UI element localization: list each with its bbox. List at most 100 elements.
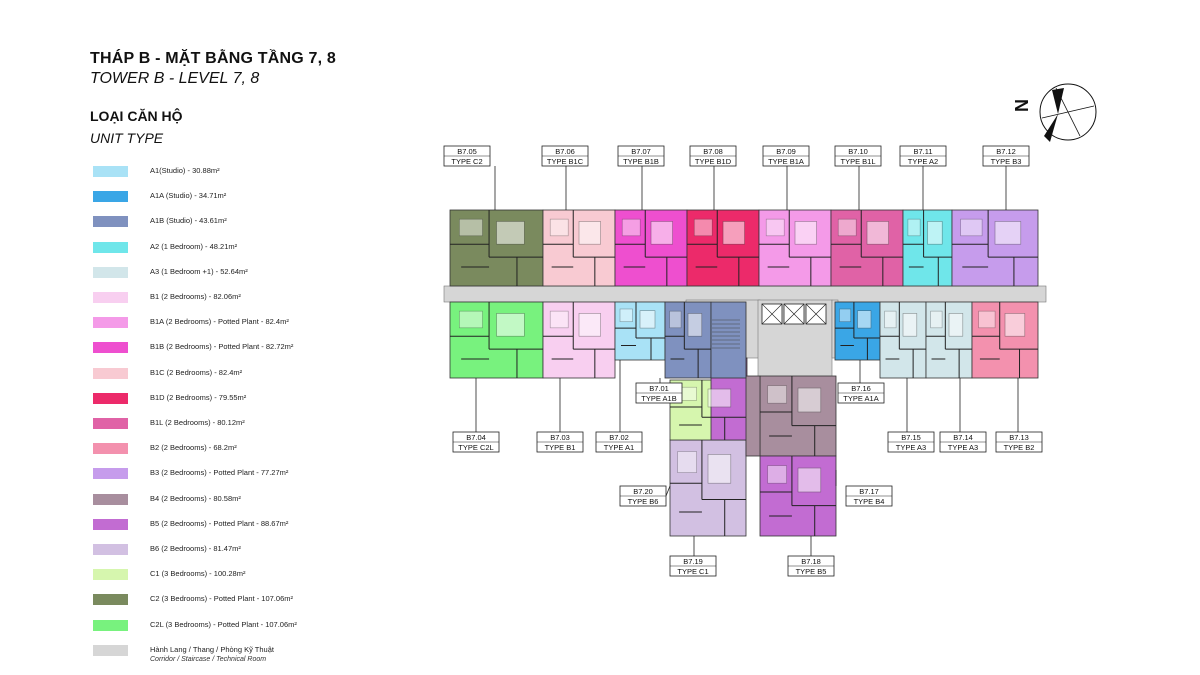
unit-code: B7.09 — [776, 147, 796, 156]
unit-code: B7.01 — [649, 384, 669, 393]
legend-label: B1B (2 Bedrooms) - Potted Plant - 82.72m… — [150, 342, 294, 352]
legend-swatch — [93, 468, 128, 480]
unit-type: TYPE B6 — [628, 497, 659, 506]
room-furniture — [797, 467, 822, 493]
unit-code: B7.04 — [466, 433, 486, 442]
unit-code: B7.13 — [1009, 433, 1029, 442]
north-compass-icon: N — [1011, 83, 1097, 142]
title-en: TOWER B - LEVEL 7, 8 — [90, 70, 260, 87]
legend-label: B2 (2 Bedrooms) - 68.2m² — [150, 443, 237, 453]
room-furniture — [677, 451, 697, 473]
room-furniture — [927, 221, 943, 245]
unit-type: TYPE B5 — [796, 567, 827, 576]
room-furniture — [650, 221, 673, 245]
room-furniture — [767, 385, 787, 404]
room-furniture — [496, 313, 525, 337]
unit-type: TYPE B1 — [545, 443, 576, 452]
unit-type: TYPE B1D — [695, 157, 732, 166]
unit-type: TYPE B3 — [991, 157, 1022, 166]
room-furniture — [458, 310, 483, 329]
room-furniture — [722, 221, 745, 245]
corridor-area — [443, 285, 1047, 303]
legend-swatch — [93, 266, 128, 278]
room-furniture — [839, 308, 852, 323]
legend-swatch — [93, 216, 128, 228]
legend-label: B1L (2 Bedrooms) - 80.12m² — [150, 418, 245, 427]
room-furniture — [549, 310, 569, 329]
room-furniture — [794, 221, 817, 245]
unit-code: B7.08 — [703, 147, 723, 156]
legend-label-en: Corridor / Staircase / Technical Room — [150, 655, 267, 663]
unit-type: TYPE B2 — [1004, 443, 1035, 452]
legend-swatch — [93, 443, 128, 455]
room-furniture — [578, 221, 601, 245]
room-furniture — [797, 387, 822, 413]
room-furniture — [960, 218, 983, 237]
unit-code: B7.20 — [633, 487, 653, 496]
room-furniture — [837, 218, 857, 237]
unit-code: B7.03 — [550, 433, 570, 442]
unit-type: TYPE A3 — [896, 443, 926, 452]
room-furniture — [619, 308, 633, 323]
unit-block[interactable] — [745, 375, 761, 457]
room-furniture — [866, 221, 889, 245]
room-furniture — [639, 310, 656, 329]
legend-swatch — [93, 594, 128, 606]
legend-swatch — [93, 418, 128, 429]
room-furniture — [765, 218, 785, 237]
legend-swatch — [93, 644, 128, 656]
unit-code: B7.14 — [953, 433, 973, 442]
unit-type: TYPE B4 — [854, 497, 885, 506]
room-furniture — [902, 313, 918, 337]
elevator-shaft-cross — [783, 303, 805, 325]
elevator-shaft-cross — [761, 303, 783, 325]
room-furniture — [707, 388, 732, 408]
room-furniture — [693, 218, 713, 237]
legend-swatch — [93, 241, 128, 253]
unit-code: B7.05 — [457, 147, 477, 156]
unit-type: TYPE B1A — [768, 157, 804, 166]
room-furniture — [948, 313, 964, 337]
elevator-shaft-cross — [805, 303, 827, 325]
room-furniture — [707, 454, 732, 484]
legend-label: A1(Studio) - 30.88m² — [150, 166, 220, 175]
legend-swatch — [93, 518, 128, 530]
unit-code: B7.15 — [901, 433, 921, 442]
unit-type: TYPE A2 — [908, 157, 938, 166]
room-furniture — [884, 310, 897, 329]
room-furniture — [930, 310, 943, 329]
room-furniture — [549, 218, 569, 237]
unit-code: B7.10 — [848, 147, 868, 156]
north-label: N — [1011, 99, 1031, 112]
unit-type: TYPE C2L — [458, 443, 493, 452]
unit-code: B7.18 — [801, 557, 821, 566]
legend-swatch — [93, 569, 128, 581]
unit-code: B7.07 — [631, 147, 651, 156]
legend-label: B6 (2 Bedrooms) - 81.47m² — [150, 544, 241, 553]
unit-type: TYPE A1 — [604, 443, 634, 452]
unit-type: TYPE C2 — [451, 157, 482, 166]
unit-code: B7.12 — [996, 147, 1016, 156]
room-furniture — [978, 310, 996, 329]
legend-label: A1B (Studio) - 43.61m² — [150, 216, 227, 226]
